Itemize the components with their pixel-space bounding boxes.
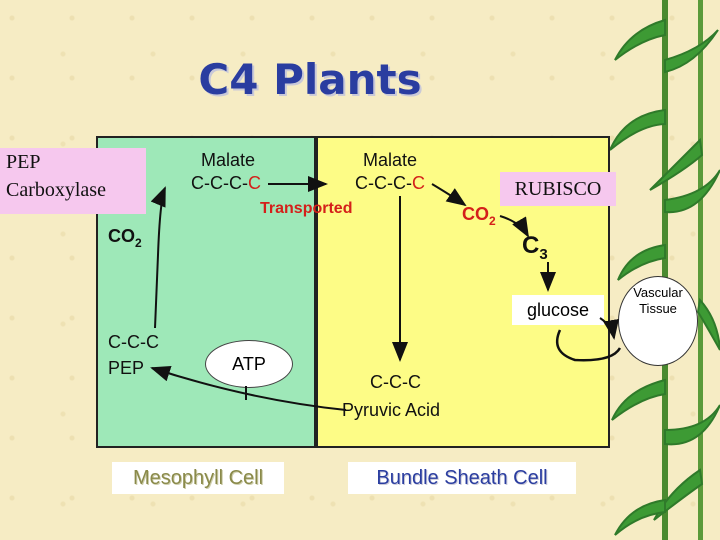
bundle-sheath-cell-label: Bundle Sheath Cell xyxy=(348,462,576,494)
mesophyll-malate-label: Malate xyxy=(200,150,256,170)
mesophyll-malate-chain: C-C-C-C xyxy=(191,173,261,193)
bamboo-decoration xyxy=(610,0,720,540)
bundle-co2-label: CO2 xyxy=(462,204,496,228)
pep-carboxylase-label: PEP Carboxylase xyxy=(0,148,146,214)
pep-chain: C-C-C xyxy=(108,332,159,352)
glucose-label: glucose xyxy=(512,295,604,325)
bundle-malate-chain: C-C-C-C xyxy=(355,173,425,193)
pyruvic-acid-label: Pyruvic Acid xyxy=(342,400,441,420)
pep-label: PEP xyxy=(108,358,145,378)
c3-label: C3 xyxy=(522,232,548,263)
vascular-tissue: Vascular Tissue xyxy=(618,276,698,366)
mesophyll-co2-label: CO2 xyxy=(108,226,142,250)
pyruvic-chain: C-C-C xyxy=(370,372,421,392)
transported-label: Transported xyxy=(260,200,353,217)
mesophyll-cell-label: Mesophyll Cell xyxy=(112,462,284,494)
rubisco-label: RUBISCO xyxy=(500,172,616,206)
atp-bubble: ATP xyxy=(205,340,293,388)
bundle-malate-label: Malate xyxy=(362,150,418,170)
page-title: C4 Plants xyxy=(198,55,422,104)
